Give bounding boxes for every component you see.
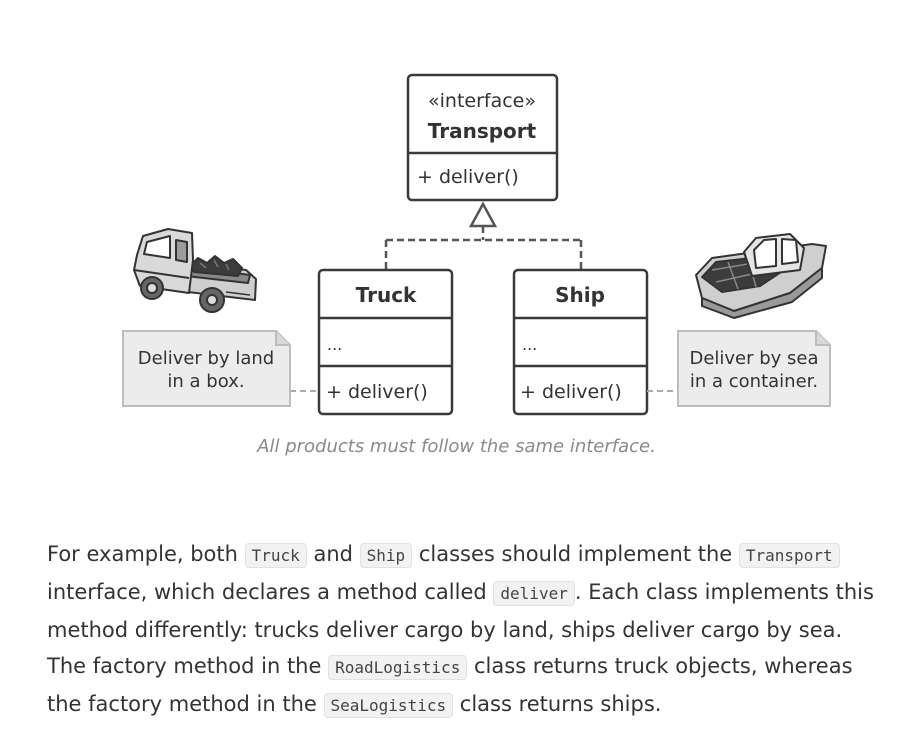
code-transport: Transport bbox=[738, 543, 840, 568]
code-sealogistics: SeaLogistics bbox=[323, 693, 454, 718]
note-sea-line1: Deliver by sea bbox=[689, 348, 818, 369]
paragraph-text: class returns ships. bbox=[453, 692, 662, 716]
interface-name: Transport bbox=[428, 119, 537, 143]
boat-icon bbox=[695, 233, 827, 319]
class-ship-box: Ship ... + deliver() bbox=[512, 268, 649, 416]
class-truck-box: Truck ... + deliver() bbox=[317, 268, 454, 416]
class-ship-name: Ship bbox=[555, 283, 605, 307]
code-deliver: deliver bbox=[493, 581, 575, 606]
note-land: Deliver by land in a box. bbox=[122, 330, 291, 407]
class-ship-fields: ... bbox=[522, 335, 537, 354]
paragraph-text: . Each class implements this method diff… bbox=[47, 580, 874, 678]
paragraph-text: For example, both bbox=[47, 542, 245, 566]
explanation-paragraph: For example, both Truck and Ship classes… bbox=[47, 536, 877, 724]
paragraph-text: and bbox=[306, 542, 360, 566]
class-truck-method: + deliver() bbox=[326, 381, 428, 403]
paragraph-text: classes should implement the bbox=[412, 542, 739, 566]
paragraph-text: class returns truck objects, whereas the… bbox=[47, 654, 853, 716]
truck-icon bbox=[133, 228, 257, 313]
paragraph-text: interface, which declares a method calle… bbox=[47, 580, 494, 604]
note-land-line1: Deliver by land bbox=[138, 348, 274, 369]
interface-method: + deliver() bbox=[417, 166, 519, 188]
realization-arrow bbox=[384, 201, 583, 270]
class-ship-method: + deliver() bbox=[520, 381, 622, 403]
class-truck-name: Truck bbox=[356, 283, 417, 307]
note-sea: Deliver by sea in a container. bbox=[677, 330, 831, 407]
code-roadlogistics: RoadLogistics bbox=[328, 655, 468, 680]
code-ship: Ship bbox=[359, 543, 413, 568]
uml-diagram: «interface» Transport + deliver() Truck … bbox=[122, 73, 831, 416]
interface-transport-box: «interface» Transport + deliver() bbox=[406, 73, 559, 202]
diagram-caption: All products must follow the same interf… bbox=[257, 436, 656, 457]
code-truck: Truck bbox=[244, 543, 307, 568]
note-land-line2: in a box. bbox=[167, 371, 244, 392]
class-truck-fields: ... bbox=[327, 335, 342, 354]
interface-stereotype: «interface» bbox=[428, 90, 536, 112]
note-sea-line2: in a container. bbox=[690, 371, 818, 392]
